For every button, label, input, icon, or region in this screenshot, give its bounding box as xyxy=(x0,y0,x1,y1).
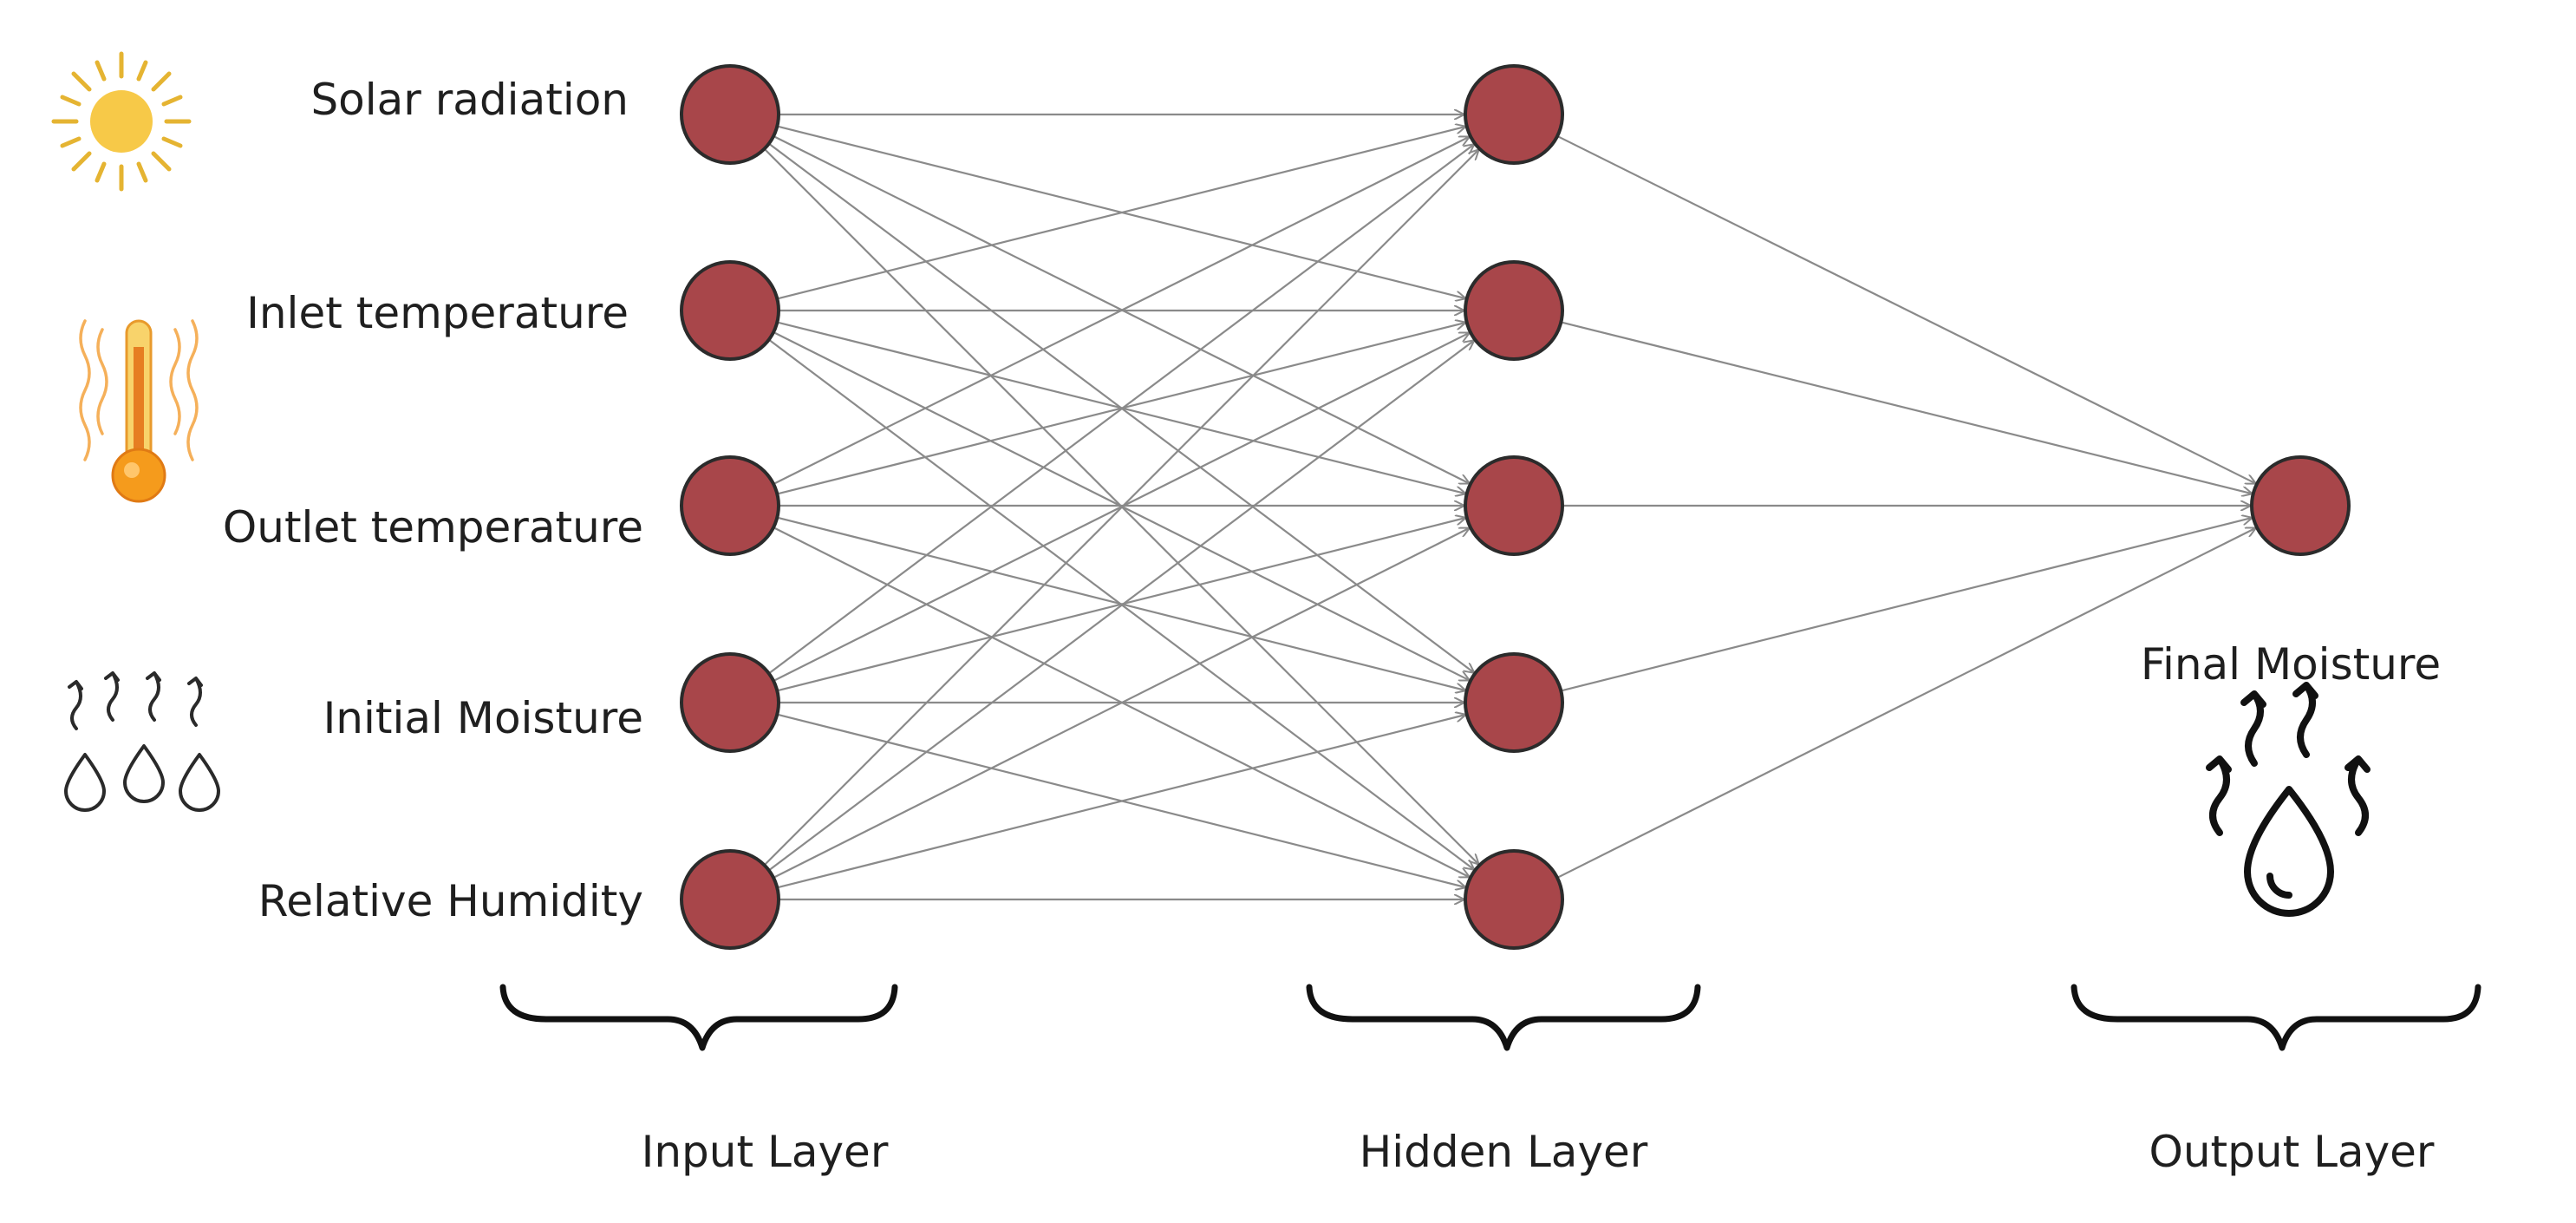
edge-input-2-hidden-1 xyxy=(777,127,1464,300)
edge-input-5-hidden-4 xyxy=(777,715,1464,889)
hidden-layer-label: Hidden Layer xyxy=(1360,1127,1648,1177)
output-label-final-moisture: Final Moisture xyxy=(2141,639,2441,690)
edge-input-5-hidden-2 xyxy=(768,341,1474,872)
edge-hidden-5-output xyxy=(1556,528,2255,879)
input-node-2 xyxy=(680,260,780,361)
output-layer-label: Output Layer xyxy=(2149,1127,2435,1177)
hidden-node-5 xyxy=(1464,849,1564,950)
input-layer-brace xyxy=(499,984,898,1051)
edge-input-4-hidden-3 xyxy=(777,518,1464,692)
edge-hidden-2-output xyxy=(1561,321,2251,494)
hidden-node-2 xyxy=(1464,260,1564,361)
input-label-initial-moisture: Initial Moisture xyxy=(323,693,643,743)
hidden-layer-brace xyxy=(1306,984,1701,1051)
edge-input-4-hidden-1 xyxy=(768,145,1474,675)
input-node-3 xyxy=(680,455,780,556)
input-layer-label: Input Layer xyxy=(642,1127,889,1177)
edge-input-5-hidden-3 xyxy=(773,528,1469,879)
network-nodes xyxy=(680,64,2351,950)
input-node-5 xyxy=(680,849,780,950)
input-label-outlet-temperature: Outlet temperature xyxy=(223,502,643,553)
connection-edges xyxy=(763,114,2256,899)
edge-hidden-1-output xyxy=(1556,134,2255,483)
drop-evaporation-icon xyxy=(2206,682,2371,917)
thermometer-icon xyxy=(79,319,199,503)
input-label-inlet-temperature: Inlet temperature xyxy=(246,288,629,338)
evaporating-drops-icon xyxy=(64,671,220,812)
input-node-1 xyxy=(680,64,780,165)
input-label-solar-radiation: Solar radiation xyxy=(310,75,629,125)
edge-hidden-4-output xyxy=(1561,518,2251,692)
input-node-4 xyxy=(680,652,780,753)
input-label-relative-humidity: Relative Humidity xyxy=(258,876,643,926)
hidden-node-4 xyxy=(1464,652,1564,753)
hidden-node-1 xyxy=(1464,64,1564,165)
output-node xyxy=(2250,455,2351,556)
edge-input-5-hidden-1 xyxy=(763,150,1478,867)
hidden-node-3 xyxy=(1464,455,1564,556)
sun-icon xyxy=(51,51,192,192)
output-layer-brace xyxy=(2071,984,2481,1051)
edge-input-3-hidden-1 xyxy=(773,137,1469,485)
